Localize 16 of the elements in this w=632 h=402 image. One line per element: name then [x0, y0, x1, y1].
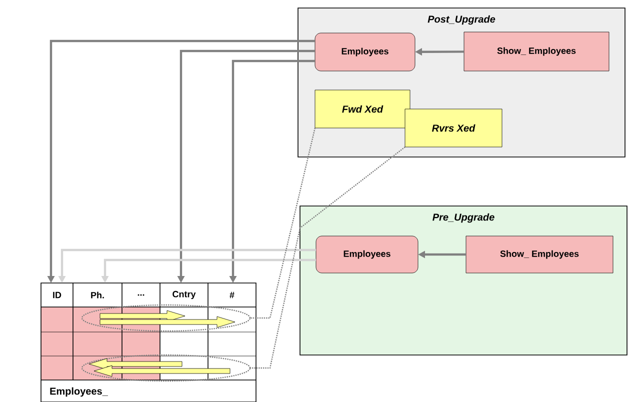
column-header: ... — [138, 294, 144, 296]
column-header: ID — [53, 292, 62, 298]
table-box: Employees — [316, 236, 418, 274]
view-box: Show_ Employees — [466, 236, 614, 274]
table-name: Employees_ — [50, 387, 108, 397]
column-header: # — [230, 292, 234, 298]
group-title: Post_Upgrade — [428, 15, 496, 25]
note-box: Fwd Xed — [314, 90, 410, 128]
dotted-ellipse — [81, 304, 251, 332]
table-box: Employees — [314, 32, 416, 72]
column-header: Cntry — [172, 290, 196, 300]
dotted-ellipse — [81, 354, 251, 382]
view-box: Show_ Employees — [464, 32, 610, 72]
column-header: Ph. — [91, 292, 104, 298]
note-box: Rvrs Xed — [404, 108, 502, 148]
group-title: Pre_Upgrade — [432, 213, 494, 223]
